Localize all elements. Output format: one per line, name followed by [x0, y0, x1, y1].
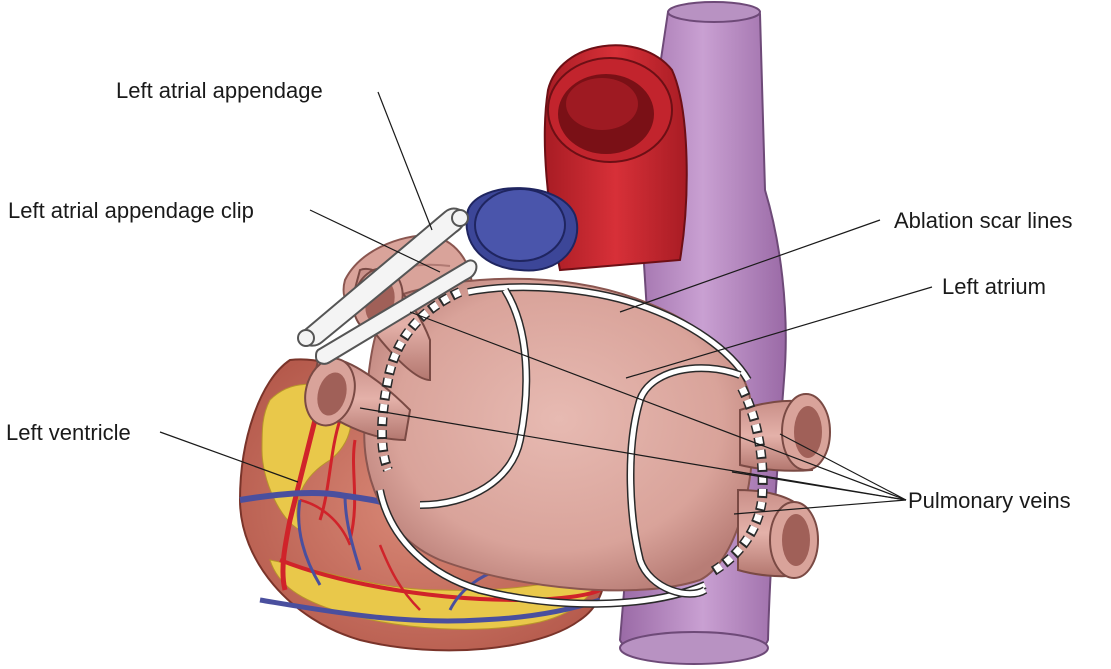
label-left-ventricle: Left ventricle	[6, 420, 131, 445]
label-left-atrial-appendage: Left atrial appendage	[116, 78, 323, 103]
label-ablation-scar-lines: Ablation scar lines	[894, 208, 1073, 233]
label-left-atrial-appendage-clip: Left atrial appendage clip	[8, 198, 254, 223]
label-pulmonary-veins: Pulmonary veins	[908, 488, 1071, 513]
label-left-atrium: Left atrium	[942, 274, 1046, 299]
pulmonary-artery	[467, 188, 578, 270]
leader-left-atrial-appendage	[378, 92, 432, 230]
